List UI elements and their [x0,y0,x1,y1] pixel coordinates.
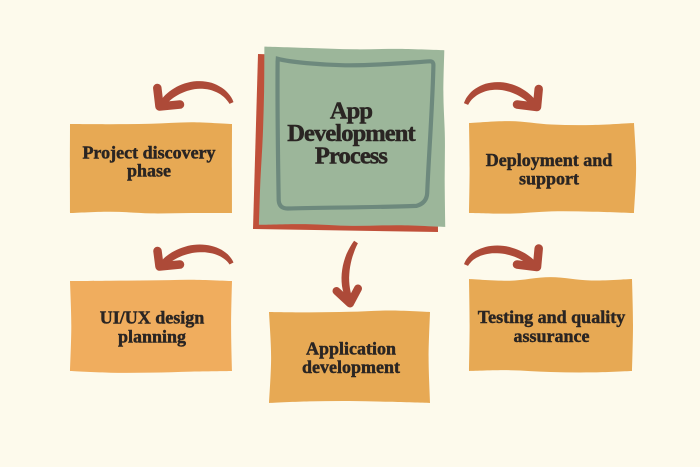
svg-text:development: development [302,357,400,377]
svg-text:App: App [330,98,373,125]
svg-text:Testing and quality: Testing and quality [478,307,625,327]
svg-text:Development: Development [287,120,416,147]
svg-text:phase: phase [127,161,171,181]
svg-text:Deployment and: Deployment and [486,150,613,170]
svg-text:assurance: assurance [514,326,590,346]
svg-text:Project discovery: Project discovery [82,143,215,163]
svg-text:Application: Application [306,339,396,359]
svg-text:Process: Process [315,143,388,170]
svg-text:UI/UX design: UI/UX design [100,308,205,328]
svg-text:planning: planning [118,327,186,347]
svg-text:support: support [519,169,579,189]
